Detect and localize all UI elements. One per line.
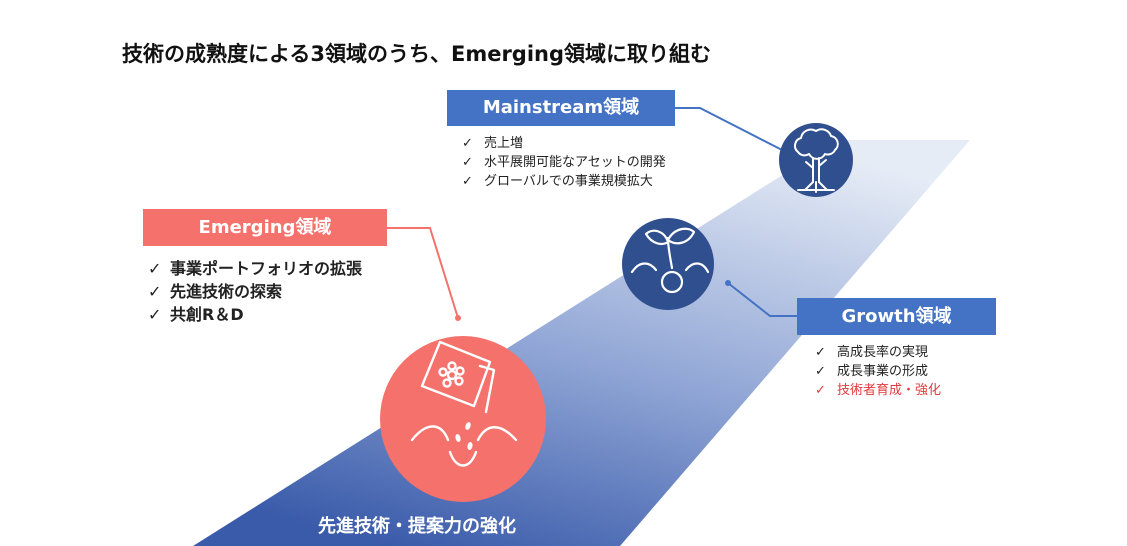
list-item: ✓売上増 (462, 136, 524, 151)
check-icon: ✓ (462, 136, 473, 151)
list-item: ✓技術者育成・強化 (815, 383, 942, 398)
emerging-connector-dot (455, 315, 461, 321)
list-item: ✓高成長率の実現 (815, 345, 929, 360)
growth-checklist: ✓高成長率の実現 ✓成長事業の形成 ✓技術者育成・強化 (815, 343, 941, 400)
mainstream-checklist: ✓売上増 ✓水平展開可能なアセットの開発 ✓グローバルでの事業規模拡大 (462, 134, 666, 191)
list-item: ✓事業ポートフォリオの拡張 (148, 259, 363, 278)
page-title: 技術の成熟度による3領域のうち、Emerging領域に取り組む (122, 42, 712, 66)
mainstream-label: Mainstream領域 (447, 90, 675, 126)
list-item: ✓水平展開可能なアセットの開発 (462, 155, 666, 170)
mainstream-connector (675, 107, 787, 153)
list-item: ✓先進技術の探索 (148, 282, 283, 301)
list-item: ✓成長事業の形成 (815, 364, 929, 379)
check-icon: ✓ (815, 364, 826, 379)
list-item: ✓グローバルでの事業規模拡大 (462, 174, 653, 189)
road-label: 先進技術・提案力の強化 (318, 516, 516, 537)
check-icon: ✓ (815, 345, 826, 360)
emerging-label: Emerging領域 (143, 209, 387, 246)
growth-connector-dot (725, 280, 731, 286)
check-icon: ✓ (462, 155, 473, 170)
check-icon: ✓ (148, 305, 162, 324)
check-icon: ✓ (815, 383, 826, 398)
emerging-connector (387, 227, 459, 319)
list-item: ✓共創R＆D (148, 305, 244, 324)
sprout-icon (622, 218, 714, 310)
emerging-checklist: ✓事業ポートフォリオの拡張 ✓先進技術の探索 ✓共創R＆D (148, 257, 362, 326)
seed-packet-icon (380, 336, 546, 502)
check-icon: ✓ (462, 174, 473, 189)
growth-label: Growth領域 (797, 298, 996, 335)
check-icon: ✓ (148, 282, 162, 301)
check-icon: ✓ (148, 259, 162, 278)
tree-icon (779, 123, 853, 197)
growth-connector (727, 282, 797, 317)
